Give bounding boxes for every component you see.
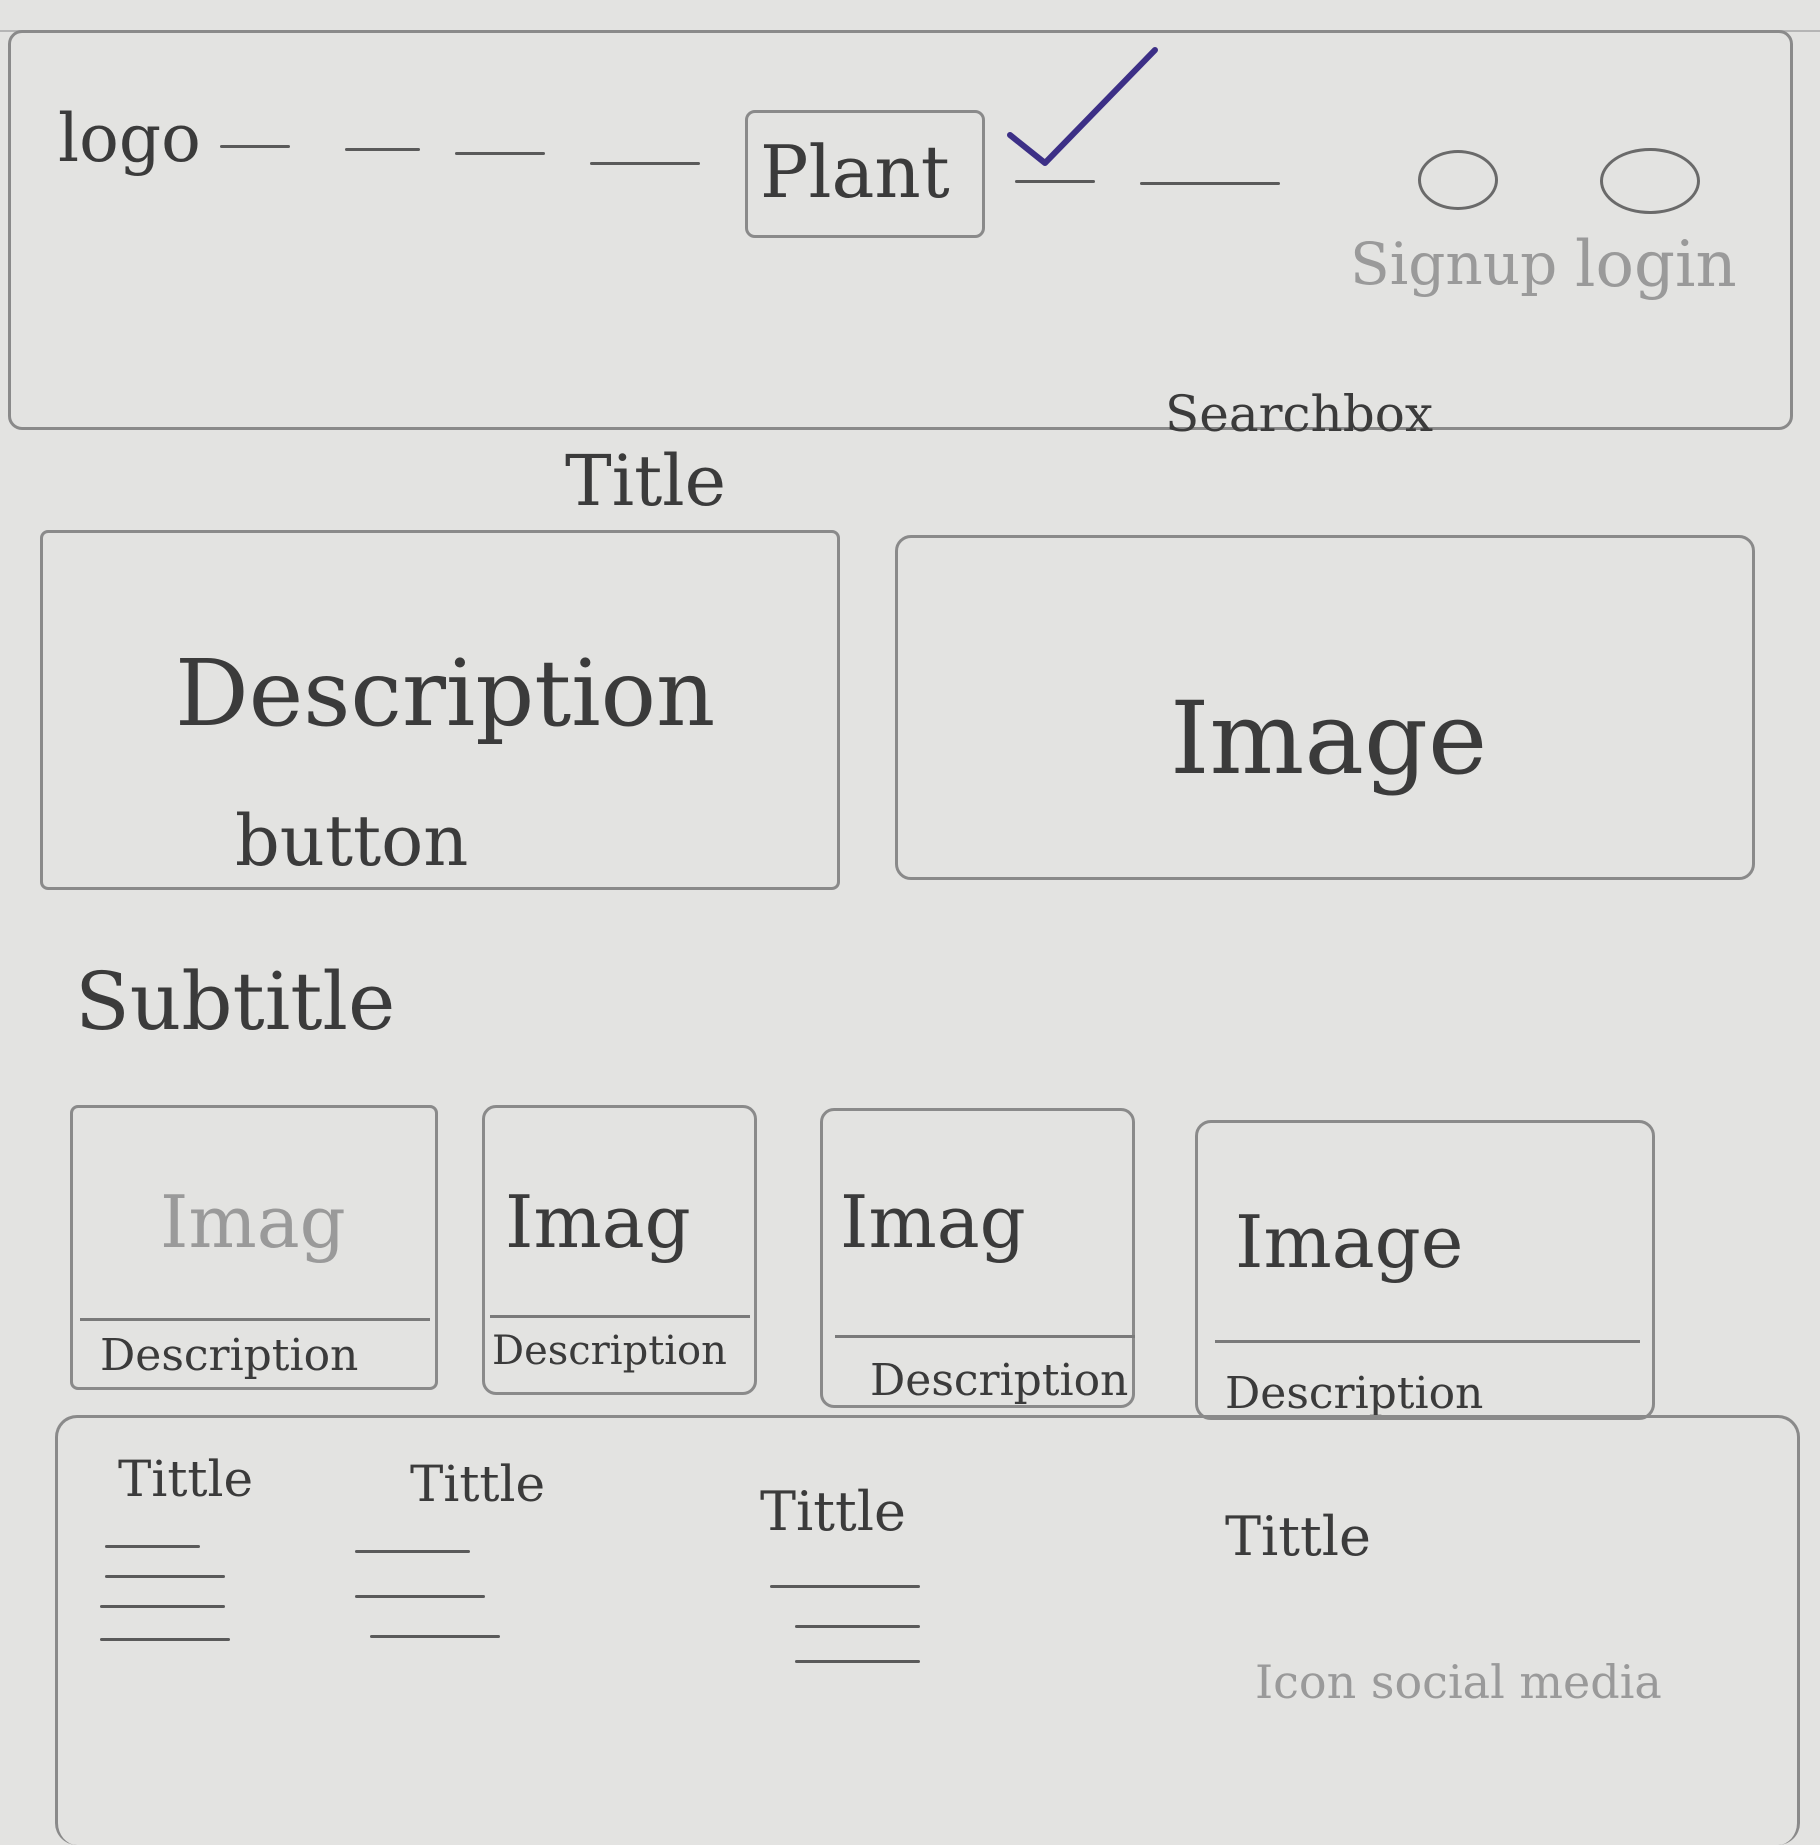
signup-icon[interactable] — [1418, 150, 1498, 210]
nav-item-3[interactable] — [455, 152, 545, 155]
nav-item-5[interactable] — [1015, 180, 1095, 183]
header-navbar — [8, 30, 1793, 430]
hero-description: Description — [175, 640, 716, 747]
card-2[interactable] — [482, 1105, 757, 1395]
footer — [55, 1415, 1800, 1845]
card-2-divider — [490, 1315, 750, 1318]
footer-col-2-title: Tittle — [410, 1455, 546, 1513]
hero-image: Image — [1170, 680, 1488, 797]
hero-description-box — [40, 530, 840, 890]
card-1-divider — [80, 1318, 430, 1321]
card-4-divider — [1215, 1340, 1640, 1343]
hero-image-box — [895, 535, 1755, 880]
card-2-image: Imag — [505, 1180, 691, 1264]
logo[interactable]: logo — [58, 100, 201, 177]
hero-title: Title — [565, 440, 727, 522]
footer-col-1-link-2[interactable] — [105, 1575, 225, 1578]
card-1-description: Description — [100, 1330, 359, 1381]
card-3[interactable] — [820, 1108, 1135, 1408]
nav-item-6[interactable] — [1140, 182, 1280, 185]
searchbox[interactable]: Searchbox — [1165, 385, 1434, 443]
section-subtitle: Subtitle — [75, 955, 396, 1048]
footer-col-2-link-2[interactable] — [355, 1595, 485, 1598]
card-4-description: Description — [1225, 1368, 1484, 1419]
footer-col-3-link-1[interactable] — [770, 1585, 920, 1588]
footer-col-1-link-4[interactable] — [100, 1638, 230, 1641]
footer-col-3-title: Tittle — [760, 1480, 906, 1543]
nav-item-4[interactable] — [590, 162, 700, 165]
footer-col-2-link-1[interactable] — [355, 1550, 470, 1553]
nav-item-active-label: Plant — [760, 130, 950, 214]
checkmark-icon — [1007, 47, 1158, 166]
nav-item-1[interactable] — [220, 145, 290, 148]
card-3-description: Description — [870, 1355, 1129, 1406]
card-3-image: Imag — [840, 1180, 1026, 1264]
hero-button[interactable]: button — [235, 800, 469, 882]
signup-label[interactable]: Signup — [1350, 230, 1558, 298]
footer-col-3-link-2[interactable] — [795, 1625, 920, 1628]
card-3-divider — [835, 1335, 1135, 1338]
footer-col-1-link-3[interactable] — [100, 1605, 225, 1608]
footer-col-3-link-3[interactable] — [795, 1660, 920, 1663]
login-icon[interactable] — [1600, 148, 1700, 214]
footer-col-4-title: Tittle — [1225, 1505, 1371, 1568]
card-2-description: Description — [492, 1328, 727, 1374]
card-4[interactable] — [1195, 1120, 1655, 1420]
card-1[interactable] — [70, 1105, 438, 1390]
card-1-image: Imag — [160, 1180, 346, 1264]
footer-social-media[interactable]: Icon social media — [1255, 1655, 1662, 1709]
footer-col-2-link-3[interactable] — [370, 1635, 500, 1638]
footer-col-1-link-1[interactable] — [105, 1545, 200, 1548]
card-4-image: Image — [1235, 1200, 1464, 1284]
nav-item-active-plant[interactable] — [745, 110, 985, 238]
nav-item-2[interactable] — [345, 148, 420, 151]
footer-col-1-title: Tittle — [118, 1450, 254, 1508]
login-label[interactable]: login — [1575, 228, 1737, 302]
